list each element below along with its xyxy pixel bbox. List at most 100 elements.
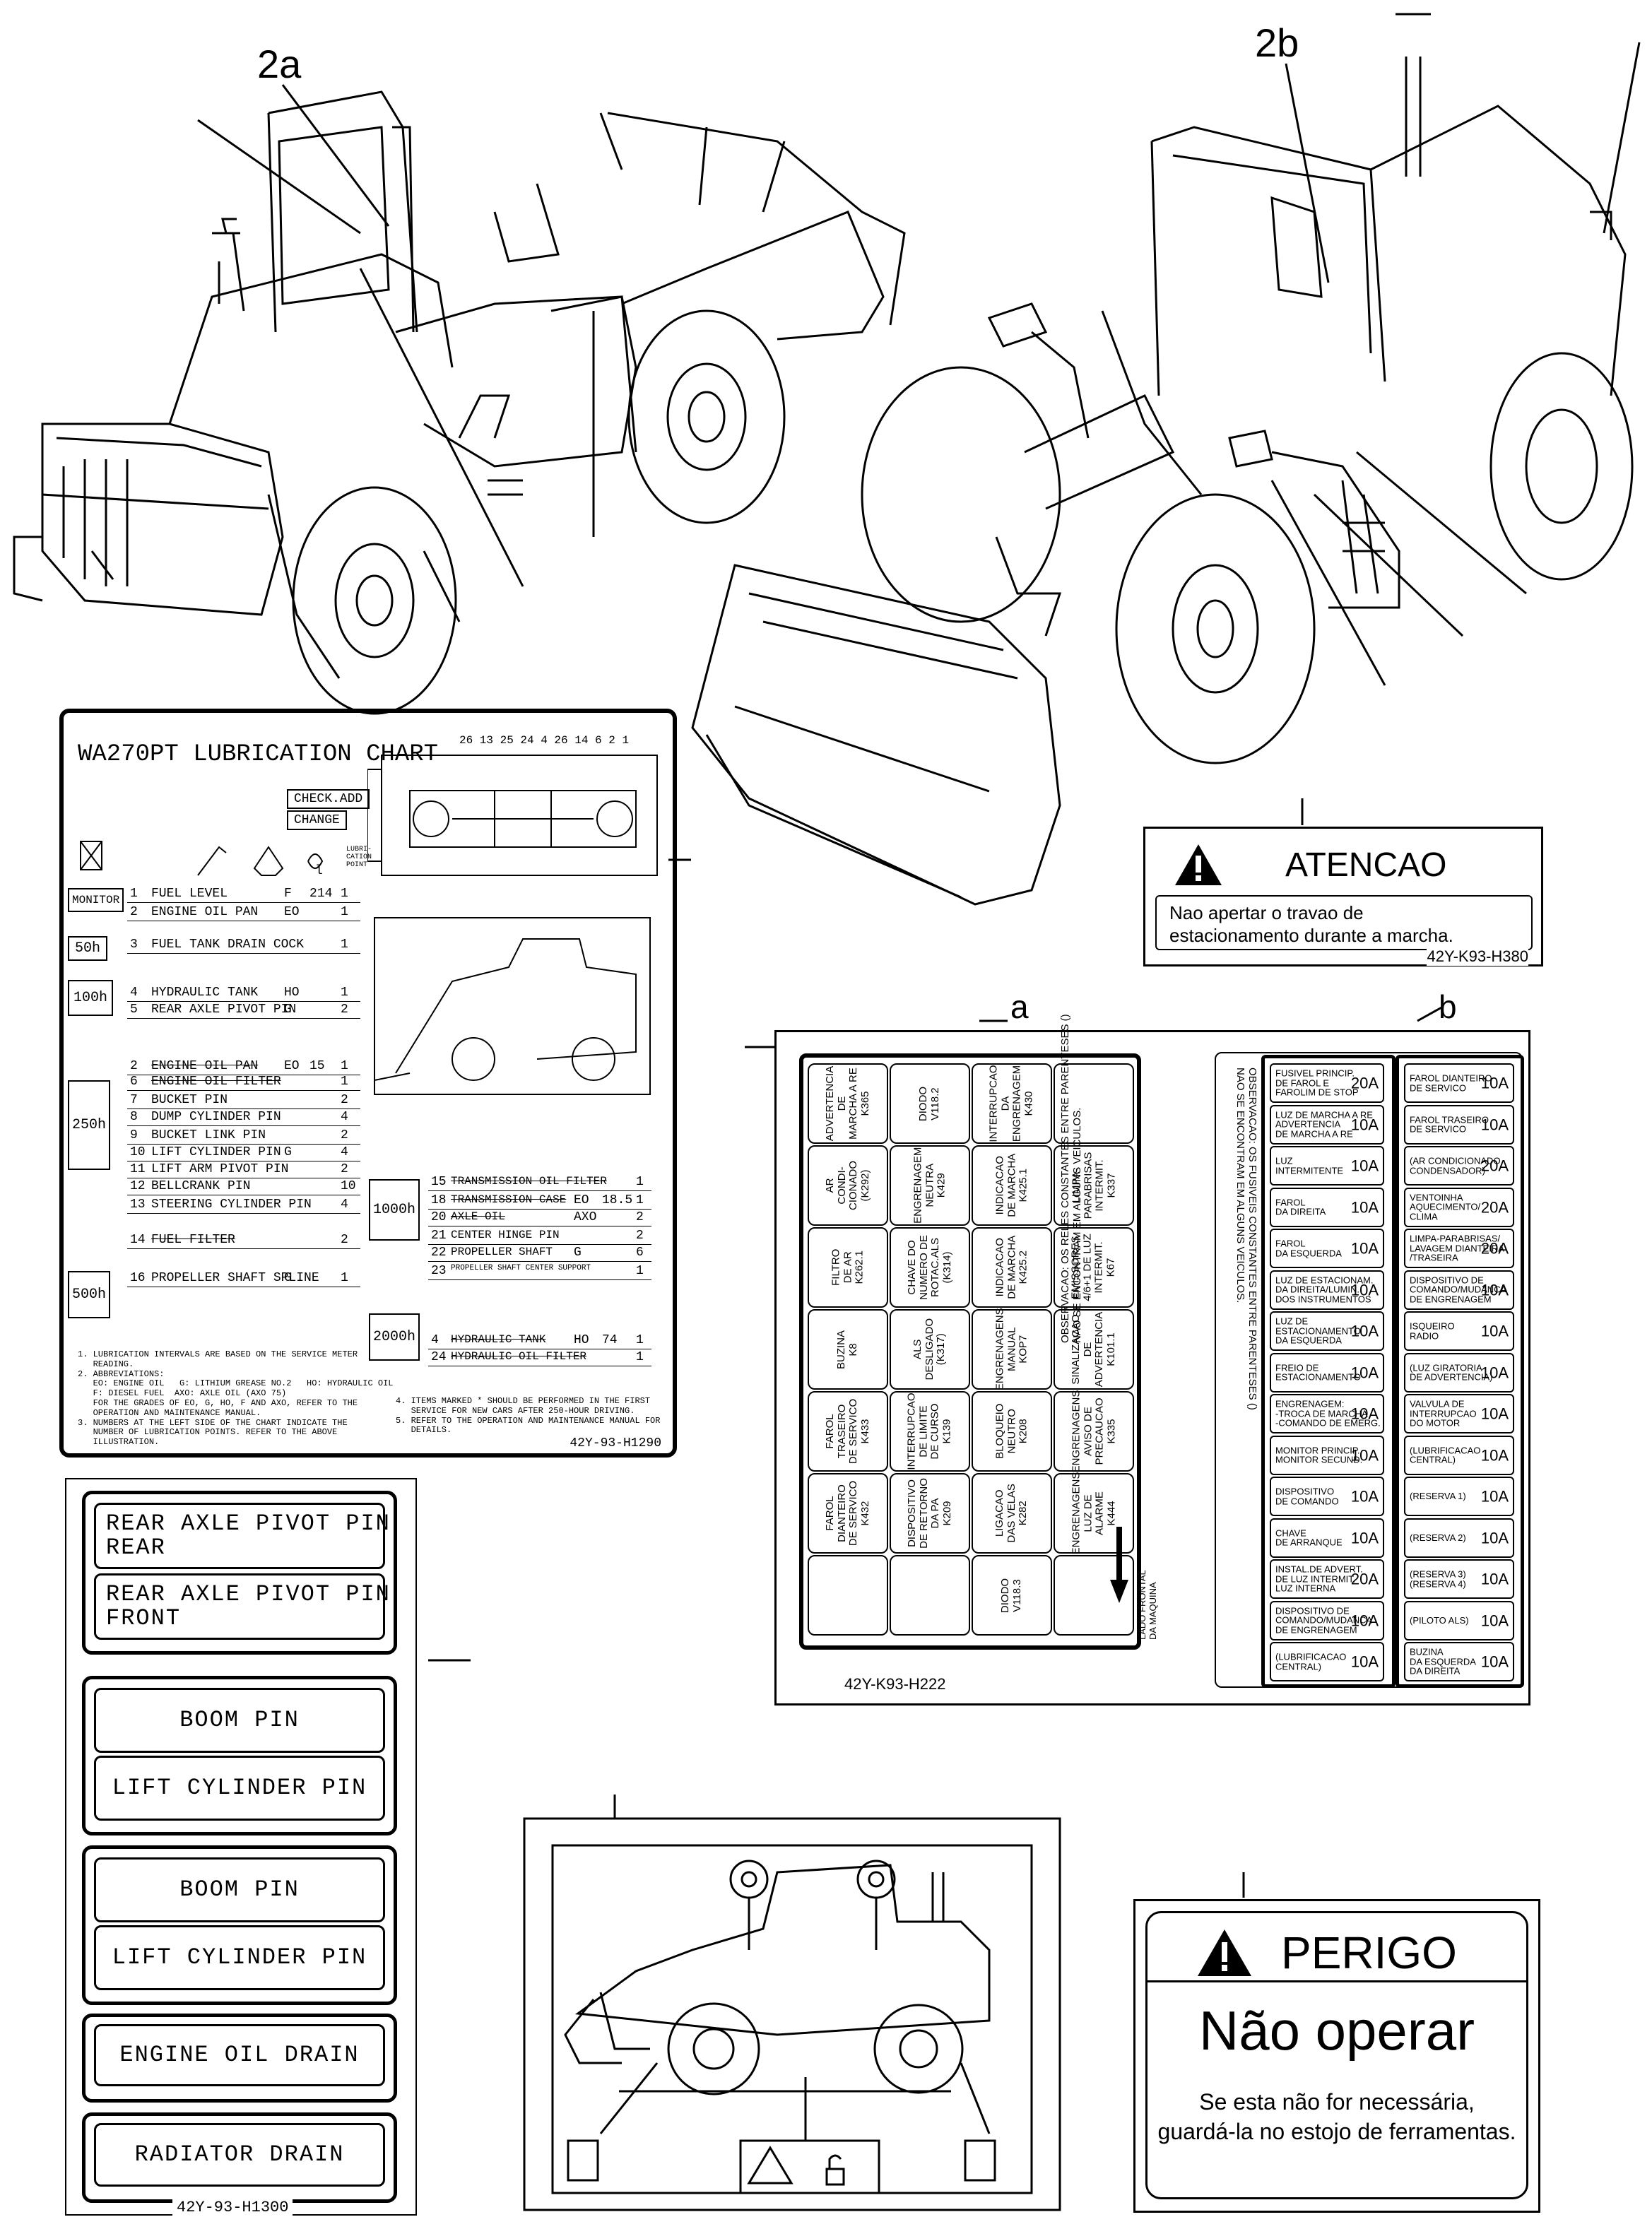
relay-cell: SINALIZACAO DE ADVERTENCIA K101.1 [1054, 1309, 1134, 1390]
fuse-name: (LUBRIFICACAO CENTRAL) [1410, 1444, 1481, 1465]
fuse-name: VALVULA DE INTERRUPCAO DO MOTOR [1410, 1398, 1477, 1429]
lub-row-item: PROPELLER SHAFT CENTER SUPPORT [451, 1264, 591, 1272]
lub-row-item: ENGINE OIL PAN [151, 905, 259, 919]
lub-row-item: ENGINE OIL FILTER [151, 1075, 281, 1089]
fuse-amp: 10A [1480, 1487, 1509, 1506]
lub-row-pts: 1 [341, 905, 348, 919]
lub-group-500h: 500h [68, 1271, 111, 1318]
lub-row-pts: 1 [636, 1333, 644, 1347]
lub-row-item: FUEL FILTER [151, 1233, 235, 1247]
lub-row-code: EO [574, 1193, 589, 1207]
fuse-amp: 10A [1350, 1157, 1379, 1175]
fuse-name: LUZ DE MARCHA A RE ADVERTENCIA DE MARCHA… [1275, 1109, 1373, 1140]
relay-cell: FAROL TRASEIRO DE SERVICO K433 [808, 1391, 888, 1472]
fuse-row: INSTAL.DE ADVERT. DE LUZ INTERMIT. LUZ I… [1270, 1559, 1384, 1599]
leader-b [1417, 1005, 1444, 1022]
pin-label-lift-cyl-1: LIFT CYLINDER PIN [94, 1756, 385, 1821]
fuse-amp: 20A [1480, 1239, 1509, 1258]
callout-2a: 2a [257, 42, 302, 86]
lub-row-no: 18 [431, 1193, 447, 1207]
fuse-name: DISPOSITIVO DE COMANDO [1275, 1486, 1339, 1506]
lifting-decal [523, 1817, 1061, 2211]
lub-row-rule [127, 1090, 360, 1091]
lub-row-rule [428, 1190, 651, 1191]
lub-row-no: 6 [130, 1075, 138, 1089]
relay-note: OBSERVACAO: OS RELES CONSTANTES ENTRE PA… [1059, 1014, 1083, 1343]
fuse-amp: 10A [1480, 1570, 1509, 1588]
lub-row-item: CENTER HINGE PIN [451, 1229, 560, 1241]
lub-row-no: 20 [431, 1210, 447, 1224]
lub-row-qty: 214 [309, 887, 333, 901]
fuse-name: (AR CONDICIONADO CONDENSADOR) [1410, 1155, 1501, 1176]
relay-cell: DIODO V118.3 [972, 1555, 1052, 1636]
fuse-name: MONITOR PRINCIP. MONITOR SECUND. [1275, 1444, 1363, 1465]
fuse-name: (LUBRIFICACAO CENTRAL) [1275, 1651, 1347, 1672]
lub-row-code: HO [284, 986, 300, 1000]
lub-row-pts: 1 [341, 986, 348, 1000]
pin-label-group-4: ENGINE OIL DRAIN [82, 2014, 397, 2103]
lub-row-item: BUCKET PIN [151, 1093, 228, 1107]
relay-cell: ENGRENAGENS MANUAL KOP7 [972, 1308, 1052, 1390]
atencao-line1: Nao apertar o travao de [1169, 902, 1364, 923]
fuse-amp: 10A [1480, 1280, 1509, 1299]
warning-triangle-icon [1175, 844, 1222, 885]
pin-label-sheet: REAR AXLE PIVOT PIN REAR REAR AXLE PIVOT… [65, 1478, 417, 2216]
relay-cell: INTERRUPCAO DA ENGRENAGEM K430 [972, 1063, 1052, 1144]
relay-label: LIGACAO DAS VELAS K282 [993, 1484, 1029, 1543]
relay-cell: LIMPA- PARABRISAS INTERMIT. K337 [1054, 1145, 1134, 1226]
fuse-amp: 20A [1350, 1570, 1379, 1588]
fuse-name: FAROL DA DIREITA [1275, 1196, 1326, 1217]
fuse-name: CHAVE DE ARRANQUE [1275, 1527, 1343, 1548]
fuse-amp: 10A [1480, 1074, 1509, 1092]
lub-notes-right: 4. ITEMS MARKED * SHOULD BE PERFORMED IN… [396, 1396, 661, 1436]
lub-row-rule [127, 1125, 360, 1126]
fuse-amp: 10A [1480, 1528, 1509, 1547]
lub-hdr-points: LUBRI-CATION POINT [346, 846, 372, 869]
fuse-amp: 10A [1350, 1446, 1379, 1464]
callout-2b: 2b [1255, 20, 1299, 65]
lub-row-item: DUMP CYLINDER PIN [151, 1110, 281, 1124]
relay-label: INTERRUPCAO DE LIMITE DE CURSO K139 [906, 1393, 953, 1470]
lub-row-item: AXLE OIL [451, 1210, 505, 1223]
fuse-name: LUZ INTERMITENTE [1275, 1155, 1344, 1176]
lub-row-item: REAR AXLE PIVOT PIN [151, 1003, 297, 1017]
lub-row-pts: 2 [636, 1229, 644, 1243]
perigo-line1: Se esta não for necessária, [1199, 2089, 1475, 2115]
relay-label: ENGRENAGENS AVISO DE PRECAUCAO K335 [1070, 1390, 1117, 1473]
right-loader-drawing [691, 13, 1641, 906]
fuse-amp: 10A [1350, 1363, 1379, 1381]
fuse-amp: 10A [1350, 1528, 1379, 1547]
lub-row-item: PROPELLER SHAFT SPLINE [151, 1271, 319, 1285]
fuse-name: DISPOSITIVO DE COMANDO/MUDANCA DE ENGREN… [1410, 1275, 1507, 1305]
lub-group-1000h: 1000h [369, 1179, 420, 1241]
fuse-amp: 10A [1480, 1322, 1509, 1340]
lub-row-qty: 74 [602, 1333, 618, 1347]
lub-row-rule [127, 1213, 360, 1214]
fuse-amp: 20A [1480, 1157, 1509, 1175]
fuse-row: LIMPA-PARABRISAS/ LAVAGEM DIANTEIRA /TRA… [1404, 1229, 1514, 1268]
fuse-name: LUZ DE ESTACIONAMENTO DA ESQUERDA [1275, 1316, 1361, 1346]
lubrication-chart: WA270PT LUBRICATION CHART CHECK.ADD CHAN… [59, 709, 677, 1458]
lub-row-pts: 2 [341, 1162, 348, 1176]
lub-row-item: LIFT ARM PIVOT PIN [151, 1162, 289, 1176]
fuse-panel-left [1261, 1055, 1396, 1688]
fuse-row: ENGRENAGEM: -TROCA DE MARCHA -COMANDO DE… [1270, 1394, 1384, 1433]
fuse-name: FAROL DIANTEIRO DE SERVICO [1410, 1072, 1492, 1093]
fuse-name: FAROL TRASEIRO DE SERVICO [1410, 1113, 1489, 1135]
fuse-amp: 10A [1350, 1239, 1379, 1258]
lub-hdr-qty: l [315, 864, 323, 878]
pin-label-rear-axle-rear: REAR AXLE PIVOT PIN REAR [94, 1503, 389, 1569]
lub-row-item: PROPELLER SHAFT [451, 1246, 553, 1258]
fuse-row: DISPOSITIVO DE COMANDO/MUDANCA DE ENGREN… [1270, 1600, 1384, 1640]
relay-label: INDICACAO DE MARCHA K425.2 [993, 1235, 1029, 1300]
relay-label: CHAVE DO NUMERO DE ROTAC.ALS (K314) [905, 1235, 953, 1300]
lub-row-no: 22 [431, 1246, 447, 1260]
lub-header-icons [80, 841, 324, 876]
fuse-row: (RESERVA 3) (RESERVA 4)10A [1404, 1559, 1514, 1599]
fuse-row: (RESERVA 1)10A [1404, 1477, 1514, 1516]
